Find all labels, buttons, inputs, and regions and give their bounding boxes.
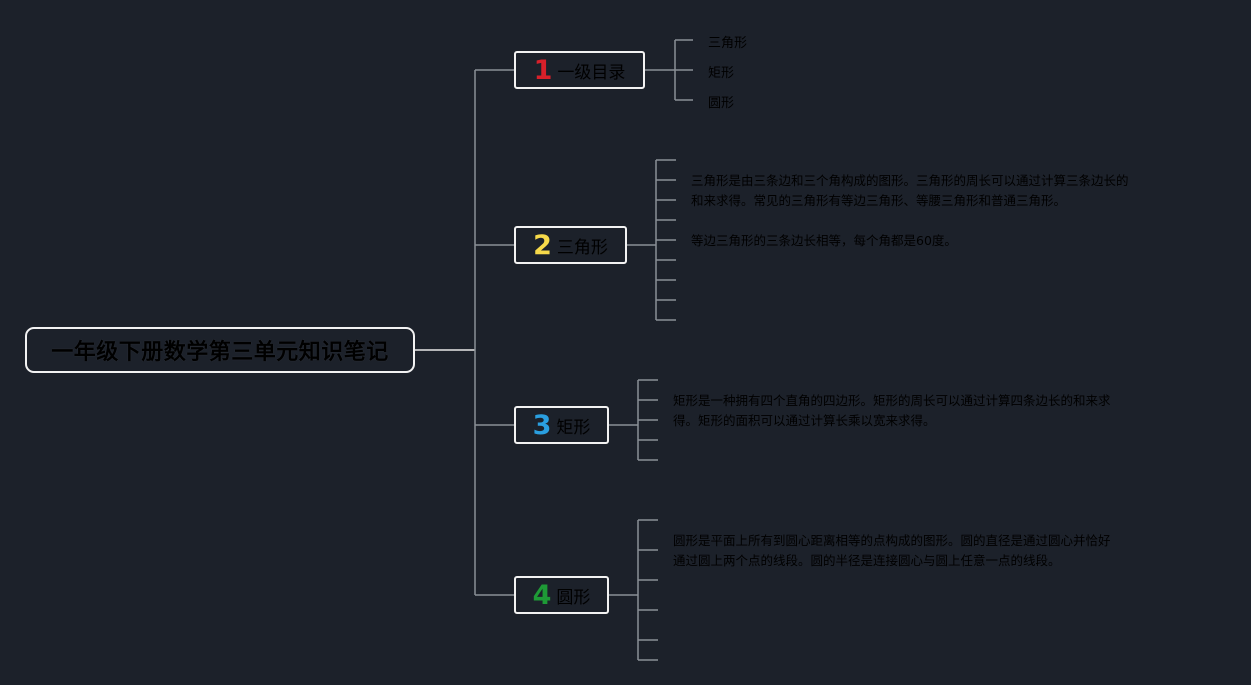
leaf-circle[interactable]: 圆形 (708, 96, 735, 111)
circle-note-2: 通过圆上两个点的线段。圆的半径是连接圆心与圆上任意一点的线段。 (673, 553, 1061, 568)
root-topic[interactable]: 一年级下册数学第三单元知识笔记 (25, 327, 415, 373)
number-3-icon: 3 (532, 409, 552, 441)
number-2-icon: 2 (533, 229, 552, 261)
circle-note-1: 圆形是平面上所有到圆心距离相等的点构成的图形。圆的直径是通过圆心并恰好 (673, 533, 1111, 548)
number-4-icon: 4 (532, 579, 552, 611)
branch-rectangle[interactable]: 3 矩形 (514, 406, 609, 444)
triangle-note-1: 三角形是由三条边和三个角构成的图形。三角形的周长可以通过计算三条边长的 (691, 173, 1129, 188)
rectangle-note-1: 矩形是一种拥有四个直角的四边形。矩形的周长可以通过计算四条边长的和来求 (673, 393, 1111, 408)
branch-label-circle: 圆形 (556, 587, 591, 608)
triangle-note-3: 等边三角形的三条边长相等，每个角都是60度。 (691, 233, 957, 248)
branch-triangle[interactable]: 2 三角形 (514, 226, 627, 264)
triangle-note-2: 和来求得。常见的三角形有等边三角形、等腰三角形和普通三角形。 (691, 193, 1067, 208)
branch-circle[interactable]: 4 圆形 (514, 576, 609, 614)
root-title: 一年级下册数学第三单元知识笔记 (51, 340, 389, 365)
branch-label-outline: 一级目录 (557, 62, 626, 83)
leaf-triangle[interactable]: 三角形 (708, 36, 748, 51)
branch-outline[interactable]: 1 一级目录 (514, 51, 645, 89)
number-1-icon: 1 (533, 54, 553, 86)
branch-label-rectangle: 矩形 (556, 417, 591, 438)
leaf-rectangle[interactable]: 矩形 (708, 66, 735, 81)
branch-label-triangle: 三角形 (556, 237, 608, 258)
rectangle-note-2: 得。矩形的面积可以通过计算长乘以宽来求得。 (673, 413, 936, 428)
